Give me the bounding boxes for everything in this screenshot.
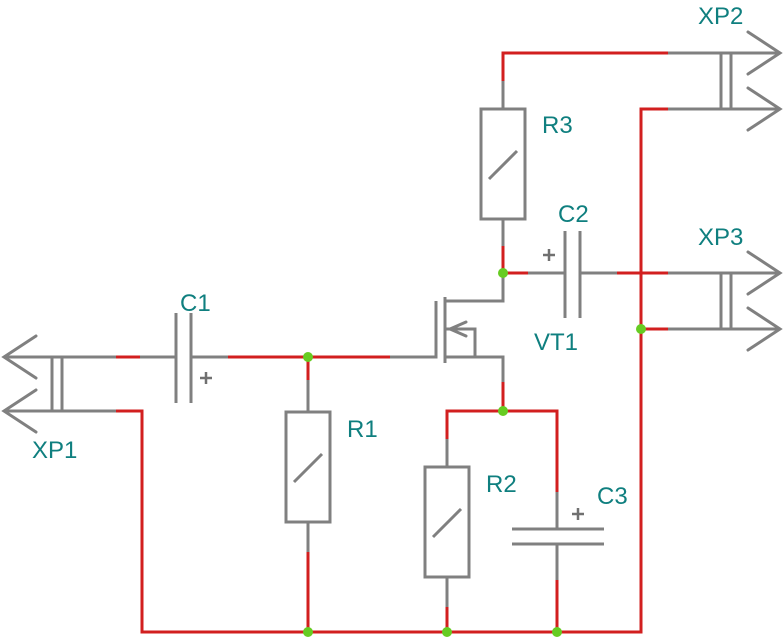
- label-xp1: XP1: [32, 437, 77, 464]
- connector-xp1: [1, 334, 116, 434]
- resistor-r3: [479, 81, 527, 246]
- label-vt1: VT1: [534, 329, 578, 356]
- label-r2: R2: [486, 471, 517, 498]
- junction-r1-ground: [303, 627, 313, 637]
- junction-xp3: [636, 324, 646, 334]
- labels: XP1 XP2 XP3 C1 C2 C3 R1 R2 R3 VT1: [32, 3, 743, 510]
- wire-ground-rail: [140, 327, 643, 634]
- junction-c3-ground: [552, 627, 562, 637]
- junction-gate: [303, 352, 313, 362]
- label-r3: R3: [542, 112, 573, 139]
- connector-xp3: [668, 250, 783, 352]
- resistor-r2: [423, 439, 471, 607]
- wire-xp2-rail: [639, 107, 670, 331]
- junction-drain: [498, 268, 508, 278]
- junctions: [303, 268, 646, 637]
- transistor-vt1: [390, 273, 505, 382]
- label-r1: R1: [347, 416, 378, 443]
- wire-xp1-ground: [114, 409, 144, 634]
- label-c1: C1: [180, 290, 211, 317]
- label-c2: C2: [558, 201, 589, 228]
- capacitor-c3: [512, 492, 604, 580]
- junction-r2-ground: [442, 627, 452, 637]
- resistor-r1: [284, 380, 332, 552]
- label-xp3: XP3: [698, 224, 743, 251]
- connector-xp2: [668, 30, 783, 132]
- label-xp2: XP2: [698, 3, 743, 30]
- capacitor-c1: [140, 313, 228, 403]
- capacitor-c2: [528, 231, 617, 318]
- junction-source: [498, 406, 508, 416]
- label-c3: C3: [597, 483, 628, 510]
- wire-r3-xp2: [501, 51, 670, 83]
